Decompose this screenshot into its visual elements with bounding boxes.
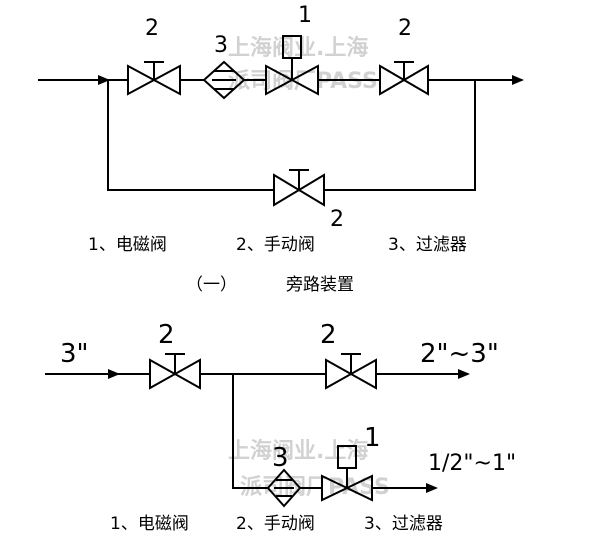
solenoid-valve-icon xyxy=(265,35,319,96)
watermark-line: 派司阀厂PASS xyxy=(228,69,378,94)
label-valve-left: 2 xyxy=(145,16,159,41)
label-solenoid: 1 xyxy=(364,423,381,453)
label-valve-left: 2 xyxy=(158,320,175,350)
bypass-pipe xyxy=(107,80,274,191)
label-branch-size: 1/2"~1" xyxy=(428,451,516,476)
manual-valve-icon xyxy=(325,353,377,390)
caption-title: 旁路装置 xyxy=(286,275,354,295)
label-inlet-size: 3" xyxy=(60,339,89,369)
filter-icon xyxy=(202,60,246,100)
legend-item: 2、手动阀 xyxy=(236,514,315,534)
manual-valve-icon xyxy=(379,61,429,96)
diagram-1-labels: 2 3 1 2 2 1、电磁阀 2、手动阀 3、过滤器 （一） 旁路装置 xyxy=(88,3,467,295)
label-outlet-size: 2"~3" xyxy=(420,339,499,369)
label-valve-right: 2 xyxy=(320,320,337,350)
watermark: 上海阀业.上海 派司阀厂PASS 上海阀业.上海 派司阀厂PASS xyxy=(228,35,390,500)
manual-valve-icon xyxy=(149,353,201,390)
watermark-line: 派司阀厂PASS xyxy=(240,475,390,500)
label-filter: 3 xyxy=(272,443,289,473)
diagram-2-labels: 3" 2 2 2"~3" 1 3 1/2"~1" 1、电磁阀 2、手动阀 3、过… xyxy=(60,320,516,534)
label-filter: 3 xyxy=(214,33,228,58)
solenoid-valve-icon xyxy=(321,445,373,502)
filter-icon xyxy=(266,468,302,508)
caption-number: （一） xyxy=(186,275,237,295)
label-solenoid: 1 xyxy=(298,3,312,28)
bypass-pipe xyxy=(324,80,476,191)
watermark-line: 上海阀业.上海 xyxy=(228,438,368,464)
legend-item: 2、手动阀 xyxy=(236,235,315,255)
diagram-1-bypass xyxy=(38,35,524,207)
manual-valve-icon xyxy=(127,61,181,96)
label-valve-right: 2 xyxy=(398,16,412,41)
legend-item: 1、电磁阀 xyxy=(110,514,189,534)
label-bypass-valve: 2 xyxy=(330,207,344,232)
legend-item: 1、电磁阀 xyxy=(88,235,167,255)
legend-item: 3、过滤器 xyxy=(388,235,467,255)
legend-item: 3、过滤器 xyxy=(364,514,443,534)
watermark-line: 上海阀业.上海 xyxy=(228,35,368,61)
diagram-2-branch xyxy=(45,353,470,508)
branch-pipe xyxy=(232,374,268,489)
manual-valve-icon xyxy=(273,169,325,207)
